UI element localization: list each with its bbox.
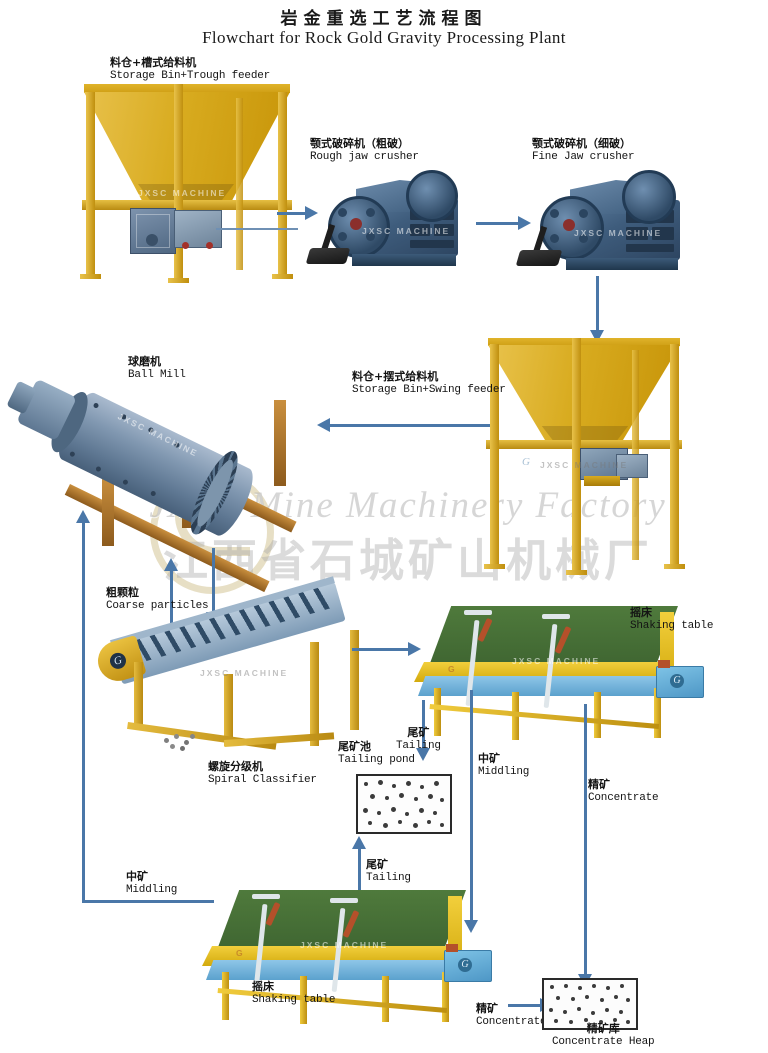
label-en: Storage Bin+Swing feeder <box>352 383 506 396</box>
label-cn: 料仓+槽式给料机 <box>110 56 197 69</box>
arrow-head-icon <box>317 418 330 432</box>
label-cn: 尾矿池 <box>338 740 371 753</box>
arrow-fine-crusher-to-bin2 <box>596 276 599 332</box>
arrow-head-icon <box>164 558 178 571</box>
arrow-middling-recycle-horizontal <box>82 900 214 903</box>
arrow-tailing-lower <box>358 846 361 902</box>
page-title-cn: 岩金重选工艺流程图 <box>280 9 488 29</box>
label-cn: 球磨机 <box>128 355 161 368</box>
arrow-rough-to-fine-crusher <box>476 222 520 225</box>
label-spiral-classifier: 螺旋分级机 Spiral Classifier <box>208 760 317 788</box>
arrow-bin-to-rough-crusher <box>277 212 307 215</box>
label-cn: 粗颗粒 <box>106 586 139 599</box>
label-en: Concentrate <box>476 1015 547 1028</box>
arrow-middling-recycle-vertical <box>82 520 85 902</box>
label-en: Storage Bin+Trough feeder <box>110 69 271 82</box>
label-en: Concentrate Heap <box>552 1035 655 1048</box>
page-title-en: Flowchart for Rock Gold Gravity Processi… <box>202 28 566 47</box>
connector-bin-to-crusher <box>216 228 298 230</box>
arrow-head-icon <box>76 510 90 523</box>
label-cn: 摇床 <box>630 606 652 619</box>
arrow-concentrate-upper <box>584 704 587 976</box>
equipment-storage-bin-swing-feeder: JXSC MACHINE G <box>484 338 685 580</box>
label-cn: 精矿 <box>476 1002 498 1015</box>
label-en: Ball Mill <box>128 368 186 381</box>
label-en: Shaking table <box>630 619 714 632</box>
arrow-middling-upper <box>470 690 473 922</box>
arrow-head-icon <box>352 836 366 849</box>
arrow-ballmill-to-classifier <box>212 548 215 614</box>
arrow-concentrate-lower <box>508 1004 542 1007</box>
label-en: Coarse particles <box>106 599 209 612</box>
label-en: Rough jaw crusher <box>310 150 419 163</box>
label-shaking-table-upper: 摇床 Shaking table <box>630 606 713 634</box>
arrow-classifier-to-shaking-table-upper <box>352 648 410 651</box>
label-cn: 精矿 <box>588 778 610 791</box>
label-storage-bin-swing-feeder: 料仓+摆式给料机 Storage Bin+Swing feeder <box>352 370 506 398</box>
label-cn: 尾矿 <box>366 858 388 871</box>
arrow-head-icon <box>464 920 478 933</box>
label-en: Concentrate <box>588 791 659 804</box>
label-cn: 尾矿 <box>407 726 430 739</box>
label-cn: 料仓+摆式给料机 <box>352 370 439 383</box>
label-en: Middling <box>126 883 178 896</box>
equipment-shaking-table-upper: G JXSC MACHINE G <box>408 604 708 744</box>
label-en: Tailing pond <box>338 753 415 766</box>
label-storage-bin-trough-feeder: 料仓+槽式给料机 Storage Bin+Trough feeder <box>110 56 270 84</box>
label-en: Spiral Classifier <box>208 773 317 786</box>
arrow-head-icon <box>408 642 421 656</box>
label-cn: 中矿 <box>126 870 148 883</box>
equipment-storage-bin-trough-feeder: JXSC MACHINE <box>78 84 298 284</box>
equipment-concentrate-heap <box>542 978 638 1030</box>
label-ball-mill: 球磨机 Ball Mill <box>128 355 186 383</box>
equipment-ball-mill: JXSC MACHINE <box>6 336 322 593</box>
equipment-shaking-table-lower: G JXSC MACHINE G <box>196 888 496 1028</box>
label-cn: 螺旋分级机 <box>208 760 263 773</box>
label-cn: 颚式破碎机（粗破） <box>310 137 409 150</box>
arrow-head-icon <box>416 748 430 761</box>
label-cn: 中矿 <box>478 752 500 765</box>
arrow-bin2-to-ballmill <box>330 424 490 427</box>
equipment-rough-jaw-crusher: JXSC MACHINE <box>305 168 468 272</box>
label-fine-jaw-crusher: 颚式破碎机（细破） Fine Jaw crusher <box>532 137 635 165</box>
arrow-head-icon <box>518 216 531 230</box>
label-en: Shaking table <box>252 993 336 1006</box>
label-cn: 精矿库 <box>586 1022 620 1035</box>
arrow-tailing-upper <box>422 700 425 750</box>
label-tailing-lower: 尾矿 Tailing <box>366 858 411 886</box>
label-middling-lower: 中矿 Middling <box>126 870 177 898</box>
arrow-head-icon <box>305 206 318 220</box>
label-concentrate-lower: 精矿 Concentrate <box>476 1002 547 1030</box>
label-concentrate-upper: 精矿 Concentrate <box>588 778 659 806</box>
label-middling-upper: 中矿 Middling <box>478 752 529 780</box>
equipment-tailing-pond <box>356 774 452 834</box>
label-coarse-particles: 粗颗粒 Coarse particles <box>106 586 209 614</box>
label-en: Middling <box>478 765 530 778</box>
label-concentrate-heap: 精矿库 Concentrate Heap <box>552 1022 655 1050</box>
arrow-coarse-particles-return <box>170 566 173 630</box>
equipment-fine-jaw-crusher: JXSC MACHINE <box>515 168 686 276</box>
label-cn: 摇床 <box>252 980 274 993</box>
label-tailing-pond: 尾矿池 Tailing pond <box>338 740 415 768</box>
brand-mark: G <box>522 456 530 468</box>
label-cn: 颚式破碎机（细破） <box>532 137 631 150</box>
label-en: Tailing <box>366 871 411 884</box>
label-en: Fine Jaw crusher <box>532 150 635 163</box>
label-tailing-upper: 尾矿 Tailing <box>396 726 441 754</box>
label-rough-jaw-crusher: 颚式破碎机（粗破） Rough jaw crusher <box>310 137 419 165</box>
label-en: Tailing <box>396 739 441 752</box>
label-shaking-table-lower: 摇床 Shaking table <box>252 980 335 1008</box>
